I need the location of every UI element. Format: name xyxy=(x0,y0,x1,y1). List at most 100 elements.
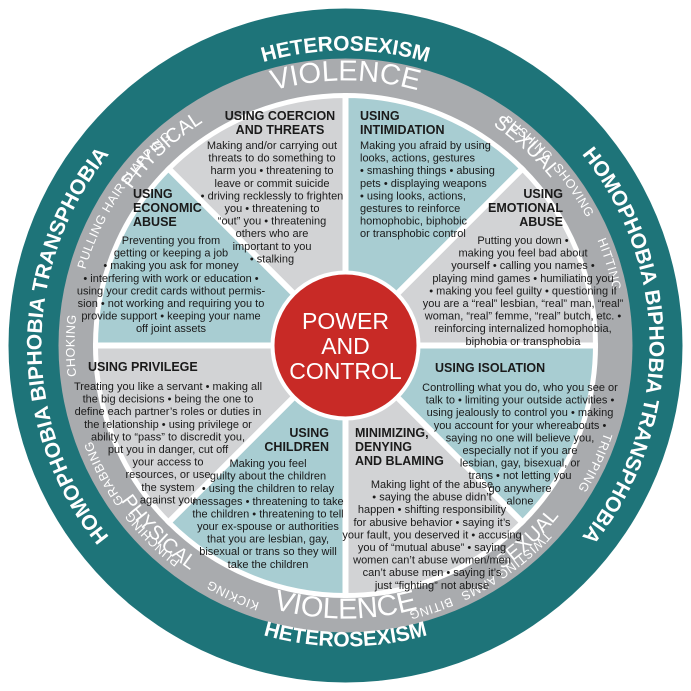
center-circle xyxy=(270,270,421,421)
segment-body-line: you of “mutual abuse” • saying xyxy=(358,542,506,554)
segment-body-line: your fault, you deserved it • accusing xyxy=(342,529,521,541)
segment-body-line: the big decisions • being the one to xyxy=(83,394,254,406)
segment-body-line: Making light of the abuse xyxy=(371,479,493,491)
segment-body-line: define each partner’s roles or duties in xyxy=(75,406,262,418)
segment-body-line: against you xyxy=(140,494,196,506)
segment-body-line: just “fighting” not abuse xyxy=(374,580,489,592)
segment-body-line: that you are lesbian, gay, xyxy=(207,534,329,546)
segment-body-line: leave or commit suicide xyxy=(215,178,330,190)
segment-outline xyxy=(93,93,598,598)
segment-body-line: your access to xyxy=(133,457,204,469)
segment-body-line: talk to • limiting your outside activiti… xyxy=(426,395,615,407)
segment-body-line: Preventing you from xyxy=(122,235,220,247)
segment-body-line: alone xyxy=(507,495,534,507)
segment-body-line: can’t abuse men • saying it’s xyxy=(363,567,502,579)
segment-body-line: Treating you like a servant • making all xyxy=(74,381,262,393)
segment-title: ABUSE xyxy=(133,215,177,229)
segment-body-line: Making you afraid by using xyxy=(360,140,491,152)
segment-body-line: important to you xyxy=(233,241,312,253)
segment-body-line: • driving recklessly to frighten xyxy=(201,190,344,202)
segment-body-line: • using looks, actions, xyxy=(360,190,466,202)
segment-body-line: woman, “real” femme, “real” butch, etc. … xyxy=(424,311,622,323)
segment-body-line: you • threatening to xyxy=(225,203,320,215)
segment-body-line: you account for your whereabouts • xyxy=(434,420,607,432)
segment-body-line: threats to do something to xyxy=(208,153,335,165)
segment-body-line: playing mind games • humiliating you xyxy=(432,273,613,285)
segment-title: USING PRIVILEGE xyxy=(88,360,198,374)
segment-body-line: trans • not letting you xyxy=(469,470,572,482)
segment-body-line: biphobia or transphobia xyxy=(466,336,582,348)
segment-body-line: lesbian, gay, bisexual, or xyxy=(460,458,581,470)
segment-body-line: off joint assets xyxy=(136,323,207,335)
segment-body-line: looks, actions, gestures xyxy=(360,153,475,165)
segment-body-line: go anywhere xyxy=(489,483,552,495)
segment-body-line: reinforcing internalized homophobia, xyxy=(434,323,611,335)
segment-title: EMOTIONAL xyxy=(488,201,563,215)
segment-body-line: or transphobic control xyxy=(360,228,466,240)
segment-body-line: “out” you • threatening xyxy=(218,216,326,228)
segment-body-line: pets • displaying weapons xyxy=(360,178,487,190)
center-line-3: CONTROL xyxy=(289,358,402,384)
segment-body-line: getting or keeping a job xyxy=(114,248,228,260)
segment-body-line: happen • shifting responsibility xyxy=(358,504,507,516)
segment-title: DENYING xyxy=(355,440,412,454)
segment-body-line: women can’t abuse women/men xyxy=(352,555,511,567)
segment-body-line: take the children xyxy=(228,559,309,571)
segment-body-line: • stalking xyxy=(250,253,294,265)
segment-title: AND THREATS xyxy=(236,123,325,137)
segment-body-line: • making you ask for money xyxy=(103,260,239,272)
segment-body-line: ability to “pass” to discredit you, xyxy=(91,431,245,443)
segment-body-line: using jealously to control you • making xyxy=(427,407,614,419)
segment-body-line: saying no one will believe you, xyxy=(446,432,595,444)
segment-title: USING COERCION xyxy=(225,109,335,123)
segment-body-line: guilty about the children xyxy=(210,471,326,483)
segment-title: USING xyxy=(360,109,400,123)
center-line-2: AND xyxy=(321,333,370,359)
segment-body-line: making you feel bad about xyxy=(458,248,587,260)
segment-body-line: yourself • calling you names • xyxy=(451,260,595,272)
segment-body-line: the children • threatening to tell xyxy=(192,508,343,520)
segment-body-line: • using the children to relay xyxy=(202,483,335,495)
segment-body-line: harm you • threatening to xyxy=(210,165,333,177)
segment-body-line: gestures to reinforce xyxy=(360,203,460,215)
segment-body-line: messages • threatening to take xyxy=(192,496,343,508)
segment-body-line: • making you feel guilty • questioning i… xyxy=(429,285,617,297)
segment-body-line: provide support • keeping your name xyxy=(81,311,260,323)
segment-title: ECONOMIC xyxy=(133,201,202,215)
segment-title: USING xyxy=(289,426,329,440)
segment-body-line: bisexual or trans so they will xyxy=(199,546,337,558)
segment-body-line: Making and/or carrying out xyxy=(207,140,337,152)
segment-title: USING ISOLATION xyxy=(435,361,545,375)
segment-title: INTIMIDATION xyxy=(360,123,444,137)
segment-title: USING xyxy=(523,187,563,201)
segment-body-line: your ex-spouse or authorities xyxy=(197,521,339,533)
segment-body-line: Making you feel xyxy=(229,458,306,470)
segment-isolation: USING ISOLATION Controlling what you do, … xyxy=(422,361,618,507)
segment-body-line: • interfering with work or education • xyxy=(83,273,258,285)
segment-body-line: the system xyxy=(141,482,194,494)
segment-title: ABUSE xyxy=(519,215,563,229)
center-line-1: POWER xyxy=(302,308,389,334)
segment-title: MINIMIZING, xyxy=(355,426,429,440)
segment-privilege: USING PRIVILEGE Treating you like a serva… xyxy=(74,360,262,506)
segment-body-line: resources, or use xyxy=(126,469,211,481)
segment-body-line: you are a “real” lesbian, “real” man, “r… xyxy=(423,298,624,310)
segment-body-line: for abusive behavior • saying it’s xyxy=(353,517,511,529)
segment-title: CHILDREN xyxy=(264,440,329,454)
segment-title: USING xyxy=(133,187,173,201)
segment-title: AND BLAMING xyxy=(355,454,444,468)
segment-body-line: put you in danger, cut off xyxy=(108,444,229,456)
segment-body-line: the relationship • using privilege or xyxy=(84,419,252,431)
segment-body-line: • saying the abuse didn’t xyxy=(372,492,491,504)
left-tactic-choking: CHOKING xyxy=(63,314,79,378)
segment-body-line: Controlling what you do, who you see or xyxy=(422,382,618,394)
segment-body-line: Putting you down • xyxy=(477,235,568,247)
